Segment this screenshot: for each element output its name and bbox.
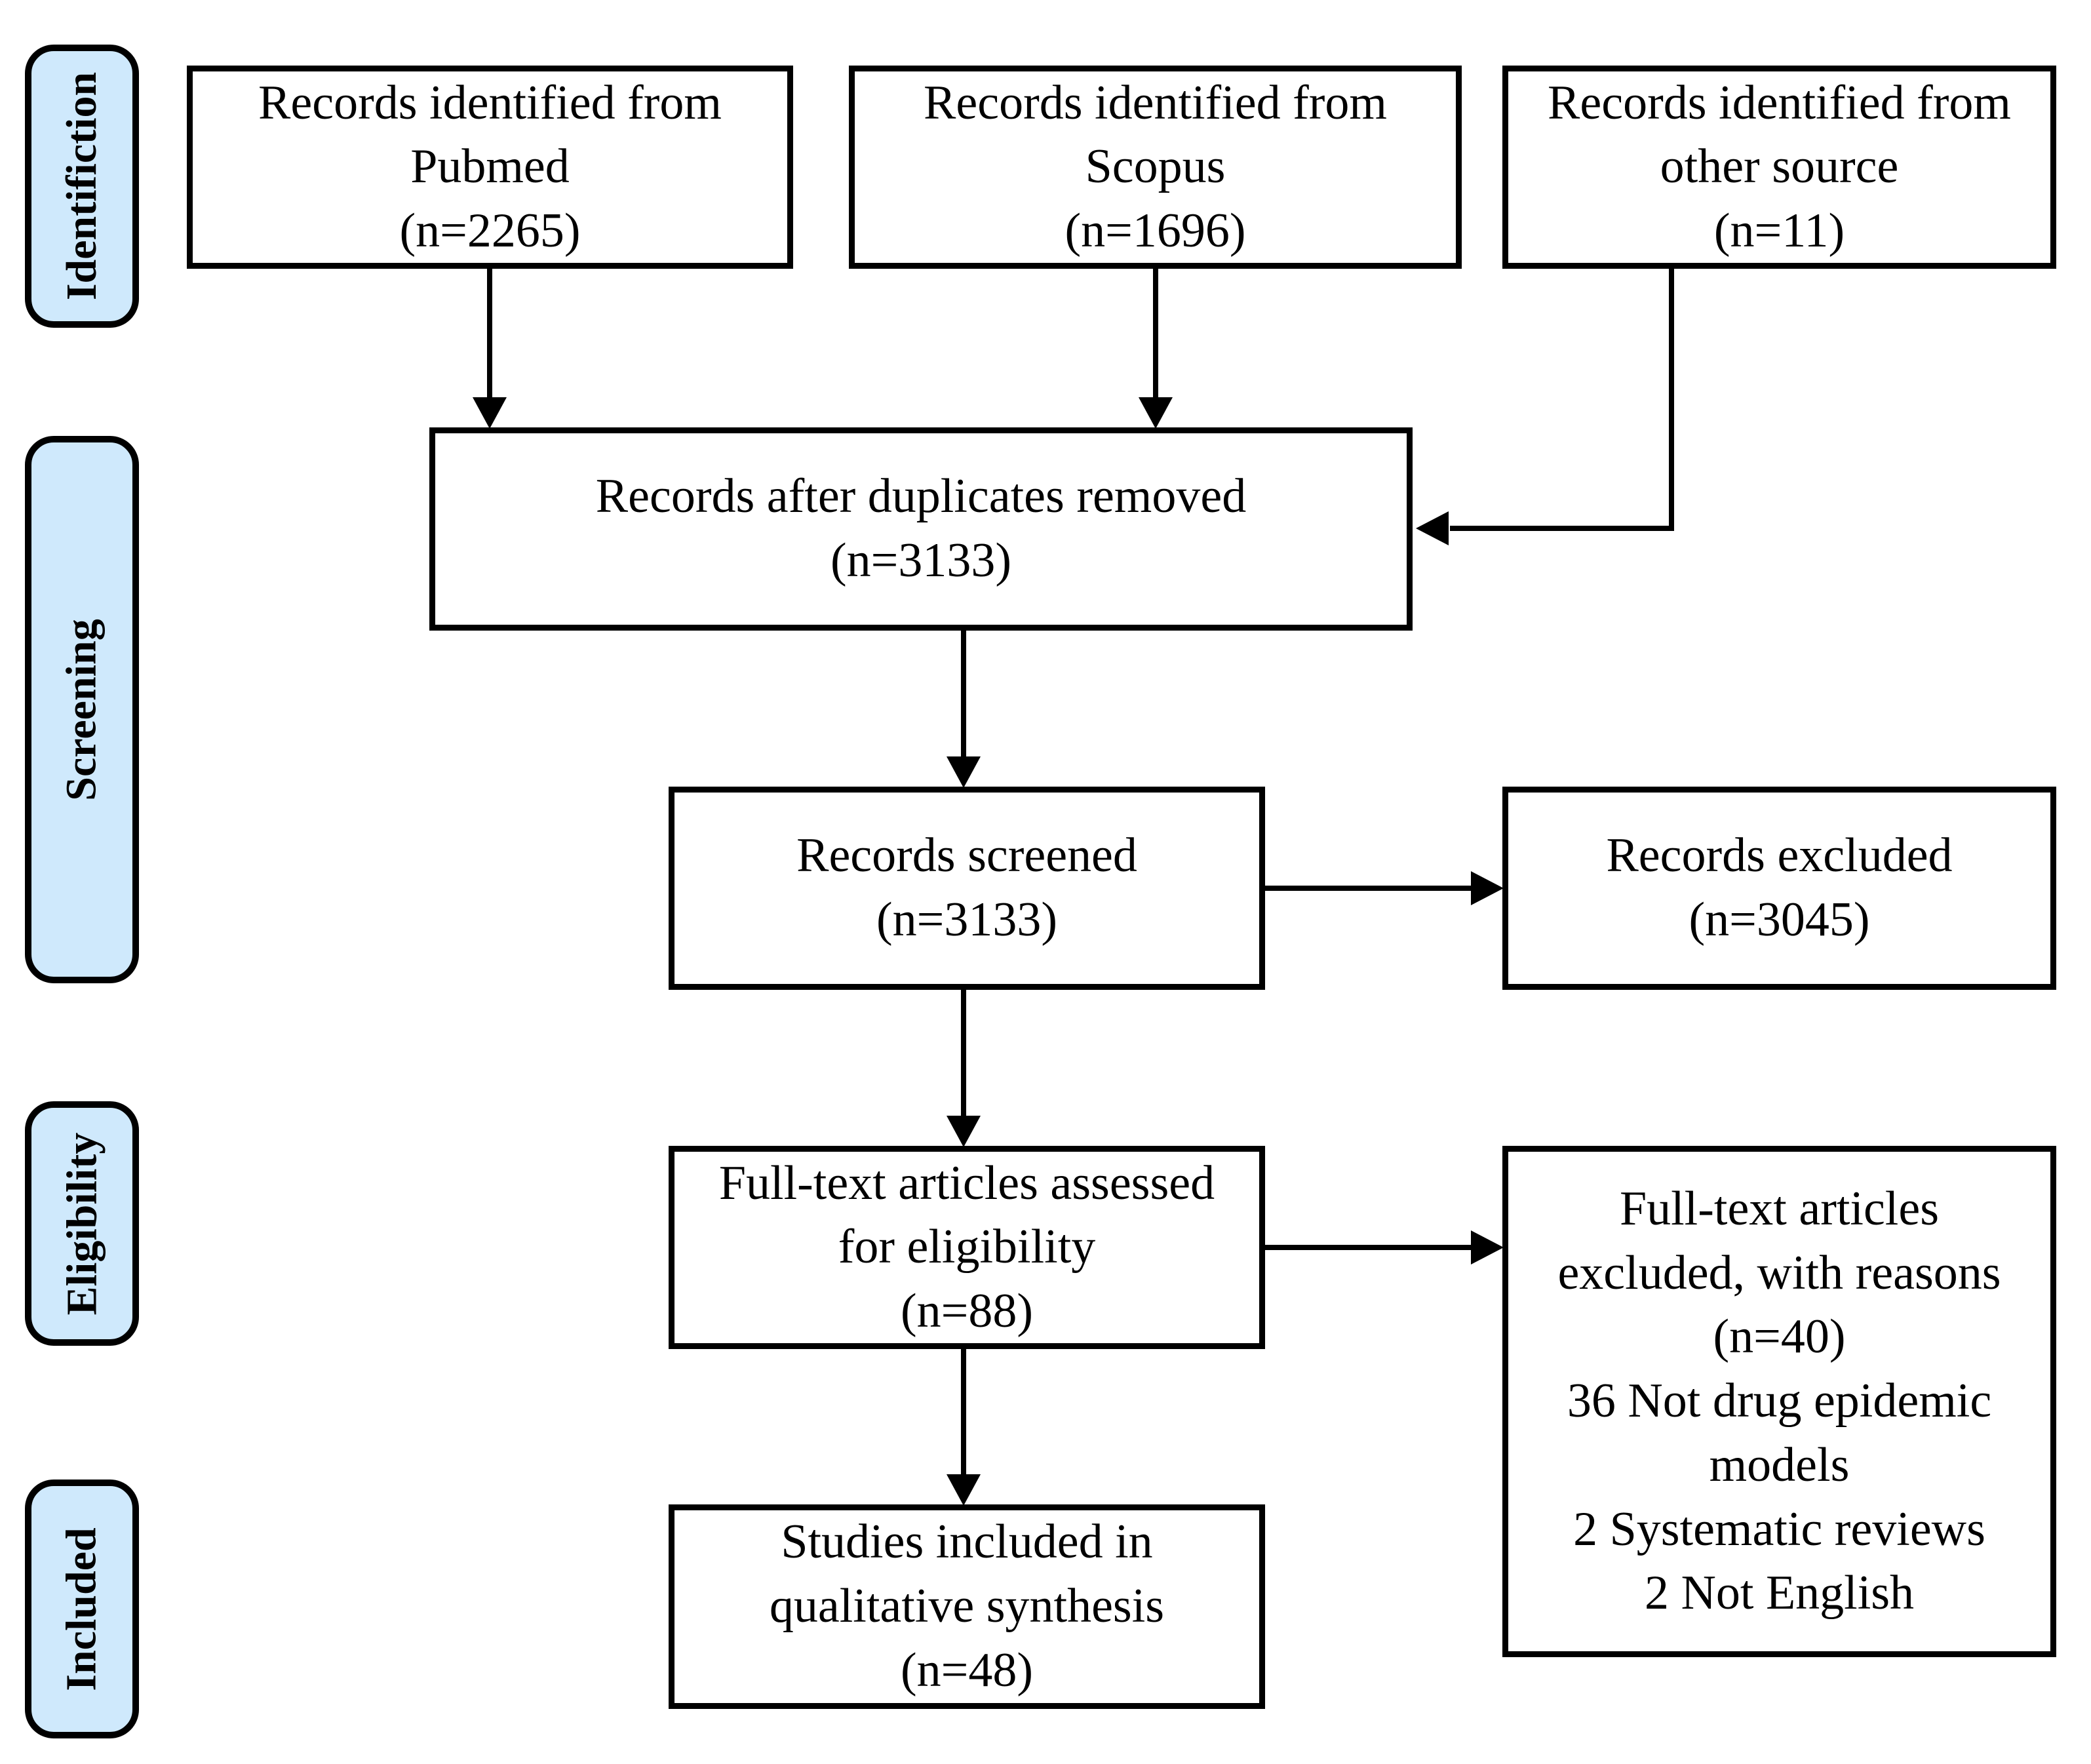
arrow-other-left-head [1416,511,1449,545]
box-records-other-count: (n=11) [1713,203,1845,258]
box-records-excluded: Records excluded (n=3045) [1502,787,2056,990]
box-records-scopus: Records identified from Scopus (n=1696) [849,66,1462,269]
box-fulltext-excluded-reason: 2 Systematic reviews [1573,1502,1985,1556]
arrow-pubmed-down-head [473,397,507,429]
box-records-pubmed: Records identified from Pubmed (n=2265) [187,66,793,269]
box-records-screened-count: (n=3133) [876,893,1058,947]
box-fulltext-excluded-line: Full-text articles [1619,1182,1940,1236]
arrow-duplicates-down-head [947,756,981,788]
stage-identification-label: Identifiction [58,71,106,301]
box-fulltext-excluded: Full-text articles excluded, with reason… [1502,1146,2056,1657]
box-fulltext-excluded-reason: models [1709,1438,1850,1492]
box-fulltext-assessed-count: (n=88) [900,1284,1034,1338]
box-duplicates-removed-count: (n=3133) [830,534,1012,587]
stage-included-label: Included [58,1527,106,1691]
box-studies-included: Studies included in qualitative synthesi… [669,1504,1265,1709]
box-duplicates-removed: Records after duplicates removed (n=3133… [429,427,1413,631]
box-records-scopus-line: Scopus [1085,140,1226,194]
stage-screening-label: Screening [58,618,106,801]
box-records-other-source: Records identified from other source (n=… [1502,66,2056,269]
box-fulltext-assessed-line: for eligibility [838,1220,1096,1274]
box-records-excluded-count: (n=3045) [1689,893,1870,947]
arrow-fulltext-down-head [947,1474,981,1506]
arrow-fulltext-right-head [1471,1230,1504,1264]
box-duplicates-removed-line: Records after duplicates removed [595,469,1247,524]
box-fulltext-excluded-line: excluded, with reasons [1557,1245,2001,1300]
stage-identification: Identifiction [25,45,139,328]
box-records-excluded-line: Records excluded [1606,829,1953,883]
box-records-scopus-line: Records identified from [924,75,1387,130]
box-records-scopus-count: (n=1696) [1065,203,1246,258]
stage-eligibility-label: Eligibility [58,1132,106,1315]
box-records-pubmed-line: Records identified from [258,75,722,130]
box-fulltext-excluded-reason: 2 Not English [1644,1566,1915,1620]
box-records-pubmed-count: (n=2265) [399,203,581,258]
arrow-other-elbow-stem [1450,269,1674,531]
box-fulltext-excluded-reason: 36 Not drug epidemic [1567,1374,1992,1428]
box-records-other-line: other source [1660,140,1899,194]
box-records-screened-line: Records screened [796,829,1137,883]
box-fulltext-excluded-count: (n=40) [1713,1310,1846,1364]
stage-included: Included [25,1480,139,1738]
box-records-pubmed-line: Pubmed [410,140,570,194]
stage-screening: Screening [25,436,139,983]
box-records-other-line: Records identified from [1548,75,2011,130]
box-studies-included-count: (n=48) [900,1643,1034,1697]
box-studies-included-line: qualitative synthesis [769,1579,1165,1634]
stage-eligibility: Eligibility [25,1101,139,1346]
box-fulltext-assessed-line: Full-text articles assessed [718,1156,1215,1210]
box-fulltext-assessed: Full-text articles assessed for eligibil… [669,1146,1265,1349]
box-records-screened: Records screened (n=3133) [669,787,1265,990]
arrow-scopus-down-head [1139,397,1173,429]
arrow-screened-right-head [1471,871,1504,905]
box-studies-included-line: Studies included in [781,1515,1153,1569]
arrow-screened-down-head [947,1116,981,1147]
